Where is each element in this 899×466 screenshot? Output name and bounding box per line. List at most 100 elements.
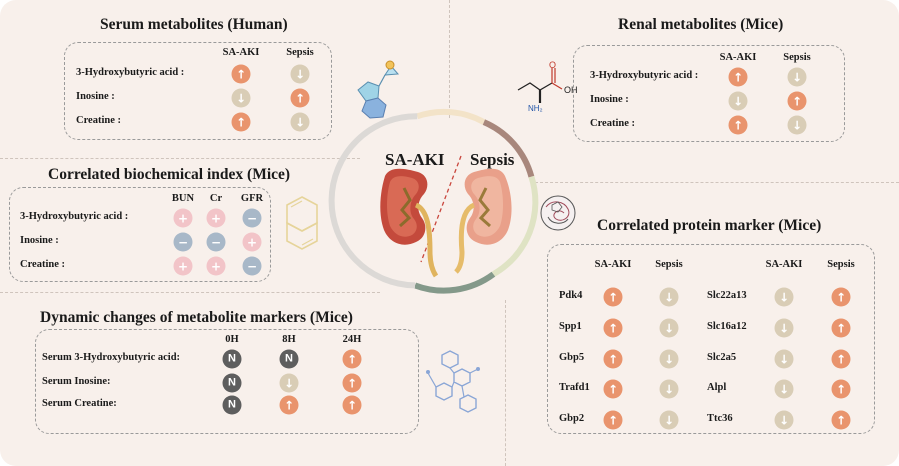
serum-human-col-header: SA-AKI bbox=[222, 47, 260, 58]
divider-left-bottom bbox=[0, 292, 380, 293]
renal-mice-cell-down-indicator: ↓ bbox=[787, 67, 807, 87]
biochem-cell-plus-indicator: + bbox=[242, 232, 262, 252]
divider-center-bottom bbox=[505, 300, 506, 466]
protein-right-row-label: Ttc36 bbox=[707, 413, 733, 424]
protein-left-cell-up-indicator: ↑ bbox=[603, 349, 623, 369]
protein-left-cell-down-indicator: ↓ bbox=[659, 318, 679, 338]
biochem-cell-plus-indicator: + bbox=[173, 208, 193, 228]
protein-left-cell-up-indicator: ↑ bbox=[603, 287, 623, 307]
protein-right-row-label: Slc16a12 bbox=[707, 321, 747, 332]
dynamic-cell-n-indicator: N bbox=[222, 349, 242, 369]
center-split-line bbox=[420, 155, 462, 263]
dynamic-cell-up-indicator: ↑ bbox=[342, 395, 362, 415]
biochem-cell-minus-indicator: − bbox=[242, 208, 262, 228]
dynamic-title: Dynamic changes of metabolite markers (M… bbox=[40, 309, 353, 326]
dynamic-row-label: Serum 3-Hydroxybutyric acid: bbox=[42, 352, 181, 363]
dynamic-cell-down-indicator: ↓ bbox=[279, 373, 299, 393]
biochem-col-header: GFR bbox=[240, 193, 264, 204]
biochem-cell-plus-indicator: + bbox=[206, 256, 226, 276]
protein-left-col-header: SA-AKI bbox=[594, 259, 632, 270]
chemical-network-icon bbox=[426, 350, 480, 413]
center-label-sa-aki: SA-AKI bbox=[385, 150, 445, 169]
protein-box bbox=[547, 244, 875, 434]
molecule-label-o: O bbox=[549, 60, 557, 70]
renal-mice-cell-up-indicator: ↑ bbox=[787, 91, 807, 111]
protein-right-cell-up-indicator: ↑ bbox=[831, 410, 851, 430]
protein-right-cell-down-indicator: ↓ bbox=[774, 410, 794, 430]
serum-human-row-label: Inosine : bbox=[76, 91, 115, 102]
serum-human-title: Serum metabolites (Human) bbox=[100, 16, 288, 33]
serum-human-row-label: 3-Hydroxybutyric acid : bbox=[76, 67, 185, 78]
center-label-sepsis: Sepsis bbox=[470, 150, 515, 169]
protein-right-row-label: Alpl bbox=[707, 382, 727, 393]
dynamic-cell-up-indicator: ↑ bbox=[342, 349, 362, 369]
kidney-right bbox=[454, 168, 512, 274]
protein-right-row-label: Slc2a5 bbox=[707, 352, 737, 363]
biochem-box bbox=[9, 187, 271, 282]
protein-left-cell-down-indicator: ↓ bbox=[659, 410, 679, 430]
serum-human-cell-down-indicator: ↓ bbox=[231, 88, 251, 108]
protein-right-row-label: Slc22a13 bbox=[707, 290, 747, 301]
protein-left-col-header: Sepsis bbox=[655, 259, 683, 270]
protein-structure-icon bbox=[540, 195, 576, 231]
renal-mice-col-header: SA-AKI bbox=[719, 52, 757, 63]
protein-right-cell-down-indicator: ↓ bbox=[774, 349, 794, 369]
ring-seg-upper-right bbox=[482, 119, 535, 178]
dynamic-row-label: Serum Inosine: bbox=[42, 376, 111, 387]
serum-human-cell-up-indicator: ↑ bbox=[231, 64, 251, 84]
biochem-row-label: 3-Hydroxybutyric acid : bbox=[20, 211, 129, 222]
protein-left-cell-up-indicator: ↑ bbox=[603, 318, 623, 338]
dynamic-cell-n-indicator: N bbox=[222, 395, 242, 415]
divider-center-top bbox=[449, 0, 450, 118]
molecule-icon-serum bbox=[357, 60, 400, 119]
dynamic-col-header: 8H bbox=[282, 334, 296, 345]
serum-human-row-label: Creatine : bbox=[76, 115, 121, 126]
renal-mice-row-label: Inosine : bbox=[590, 94, 629, 105]
serum-human-col-header: Sepsis bbox=[286, 47, 314, 58]
divider-right bbox=[530, 182, 899, 183]
divider-left-top bbox=[0, 158, 360, 159]
biochem-col-header: Cr bbox=[209, 193, 223, 204]
protein-right-cell-down-indicator: ↓ bbox=[774, 379, 794, 399]
serum-human-cell-down-indicator: ↓ bbox=[290, 64, 310, 84]
protein-right-cell-up-indicator: ↑ bbox=[831, 379, 851, 399]
protein-left-row-label: Pdk4 bbox=[559, 290, 583, 301]
renal-mice-row-label: Creatine : bbox=[590, 118, 635, 129]
renal-mice-col-header: Sepsis bbox=[783, 52, 811, 63]
protein-title: Correlated protein marker (Mice) bbox=[597, 217, 822, 234]
biochem-cell-minus-indicator: − bbox=[242, 256, 262, 276]
dynamic-cell-up-indicator: ↑ bbox=[342, 373, 362, 393]
ring-segments bbox=[328, 108, 539, 294]
protein-left-row-label: Trafd1 bbox=[559, 382, 590, 393]
protein-right-cell-up-indicator: ↑ bbox=[831, 287, 851, 307]
protein-left-row-label: Spp1 bbox=[559, 321, 582, 332]
protein-right-cell-up-indicator: ↑ bbox=[831, 318, 851, 338]
protein-left-cell-down-indicator: ↓ bbox=[659, 287, 679, 307]
dynamic-cell-n-indicator: N bbox=[279, 349, 299, 369]
renal-mice-cell-down-indicator: ↓ bbox=[787, 115, 807, 135]
renal-mice-title: Renal metabolites (Mice) bbox=[618, 16, 784, 33]
biochem-cell-plus-indicator: + bbox=[173, 256, 193, 276]
dynamic-cell-n-indicator: N bbox=[222, 373, 242, 393]
protein-left-cell-up-indicator: ↑ bbox=[603, 379, 623, 399]
molecule-icon-3hb bbox=[517, 68, 563, 103]
molecule-label-nh2: NH₂ bbox=[528, 104, 543, 113]
ring-seg-top bbox=[416, 108, 486, 125]
dynamic-col-header: 24H bbox=[342, 334, 362, 345]
protein-right-col-header: Sepsis bbox=[827, 259, 855, 270]
biochem-col-header: BUN bbox=[171, 193, 195, 204]
naphthalene-icon bbox=[286, 196, 318, 250]
renal-mice-cell-up-indicator: ↑ bbox=[728, 67, 748, 87]
serum-human-cell-down-indicator: ↓ bbox=[290, 112, 310, 132]
protein-left-cell-down-indicator: ↓ bbox=[659, 349, 679, 369]
protein-right-cell-down-indicator: ↓ bbox=[774, 287, 794, 307]
biochem-cell-plus-indicator: + bbox=[206, 208, 226, 228]
renal-mice-cell-up-indicator: ↑ bbox=[728, 115, 748, 135]
dynamic-row-label: Serum Creatine: bbox=[42, 398, 117, 409]
ring-seg-right bbox=[491, 175, 539, 277]
protein-left-row-label: Gbp5 bbox=[559, 352, 585, 363]
protein-right-cell-up-indicator: ↑ bbox=[831, 349, 851, 369]
kidney-left bbox=[380, 168, 439, 278]
